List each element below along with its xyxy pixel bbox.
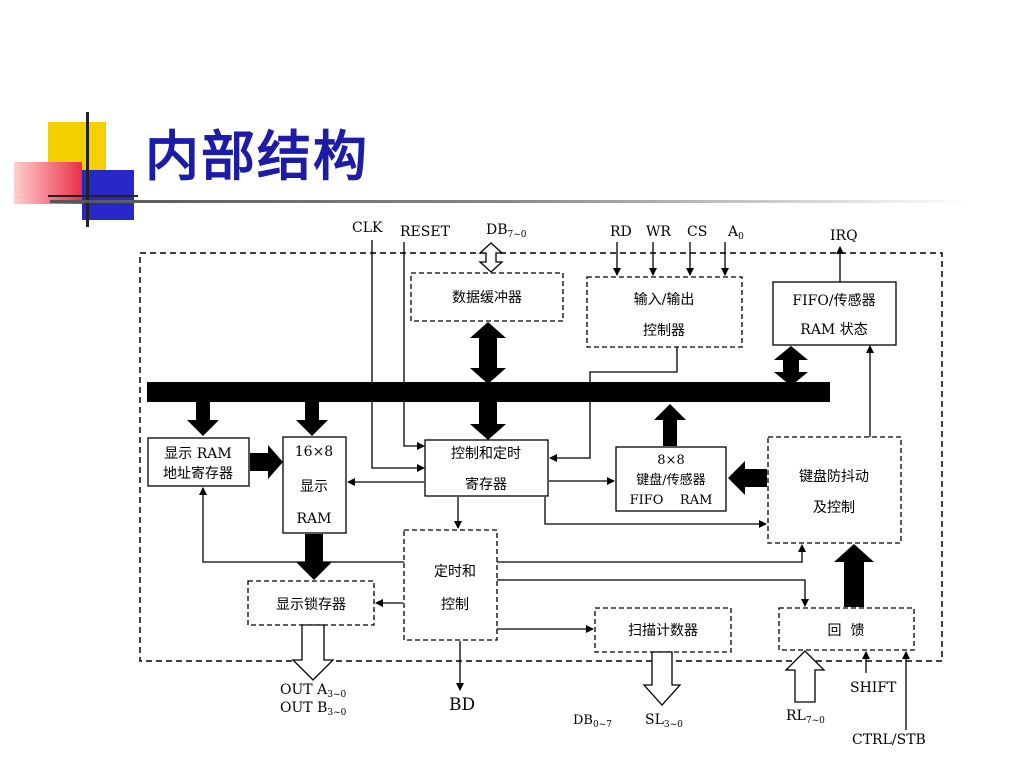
clk-line [371,240,425,472]
cs-label: CS [687,224,707,240]
scan-counter-block [594,607,732,653]
fifo-status-block [772,281,897,346]
timing-to-feedback-line [497,579,809,607]
fifo-ram-block [615,446,727,512]
page-title: 内部结构 [145,125,369,188]
display-addr-register-block [147,437,250,487]
control-timing-label-1: 控制和定时 [451,446,521,462]
sl-label: SL3~0 [645,712,683,730]
scan-counter-label: 扫描计数器 [628,623,698,639]
reset-line [403,242,425,450]
debounce-block [767,436,902,544]
ctrl-stb-label: CTRL/STB [852,732,926,748]
out-a-label: OUT A3~0 [280,682,346,700]
bus-to-addr-arrow [187,402,219,436]
deco-vertical-line [86,112,89,227]
feedback-block [778,607,915,651]
rd-label: RD [610,224,632,240]
timing-control-label-1: 定时和 [434,564,476,580]
io-to-control-line [549,347,678,462]
io-control-label-1: 输入/输出 [634,292,695,308]
io-control-label-2: 控制器 [643,323,685,339]
fifo-ram-to-bus-arrow [654,404,686,446]
control-timing-label-2: 寄存器 [465,476,507,493]
deco-horizontal-line [48,195,138,197]
irq-label: IRQ [830,228,858,244]
fifo-ram-label-2: 键盘/传感器 [636,472,705,488]
fifo-ram-label-3: FIFO RAM [630,493,713,508]
feedback-to-debounce-arrow [834,544,874,607]
timing-control-block [403,529,498,641]
buffer-bus-arrow [470,322,506,384]
out-hollow-arrow [291,624,335,681]
clk-label: CLK [352,220,383,236]
wr-label: WR [646,224,671,240]
feedback-label: 回 馈 [828,623,865,639]
bus-to-control-arrow [470,402,506,440]
timing-control-label-2: 控制 [441,597,469,613]
fifo-status-bus-arrow [774,346,808,386]
addr-to-ram-arrow [250,445,283,479]
shift-label: SHIFT [850,680,897,696]
chip-boundary [139,252,943,662]
a0-label: A0 [727,224,744,242]
out-b-label: OUT B3~0 [280,700,347,718]
internal-data-bus [147,382,830,402]
rl-label: RL7~0 [786,708,825,726]
display-latch-label: 显示锁存器 [276,597,346,613]
sl-hollow-arrow [642,651,682,706]
db-hollow-arrow [478,242,504,273]
ram-to-latch-arrow [296,534,332,580]
db-out-label: DB0~7 [573,713,612,730]
fifo-status-label-2: RAM 状态 [800,322,867,338]
fifo-status-label-1: FIFO/传感器 [792,292,875,309]
data-buffer-block [410,272,564,322]
display-ram-label-1: 16×8 [295,444,333,460]
display-addr-label-2: 地址寄存器 [163,465,233,482]
data-buffer-label: 数据缓冲器 [452,290,522,306]
deco-red-square [14,162,82,204]
debounce-to-fifo-arrow [728,461,767,495]
io-control-block [586,276,743,348]
debounce-label-2: 及控制 [813,500,855,516]
timing-to-addr-line [199,487,404,563]
control-timing-register-block [424,439,549,497]
fifo-ram-label-1: 8×8 [657,453,684,468]
control-to-debounce-line [544,497,767,528]
display-ram-block [282,436,347,534]
db-label: DB7~0 [486,222,527,240]
title-underline [50,200,970,203]
timing-to-debounce-line [497,544,806,563]
display-ram-label-2: 显示 [300,479,328,495]
bus-to-display-ram-arrow [296,402,328,436]
reset-label: RESET [400,224,451,240]
display-ram-label-3: RAM [297,511,332,527]
rl-hollow-arrow [784,650,826,703]
debounce-label-1: 键盘防抖动 [799,468,869,485]
display-addr-label-1: 显示 RAM [164,446,231,462]
bd-label: BD [449,695,475,715]
display-latch-block [247,580,375,626]
